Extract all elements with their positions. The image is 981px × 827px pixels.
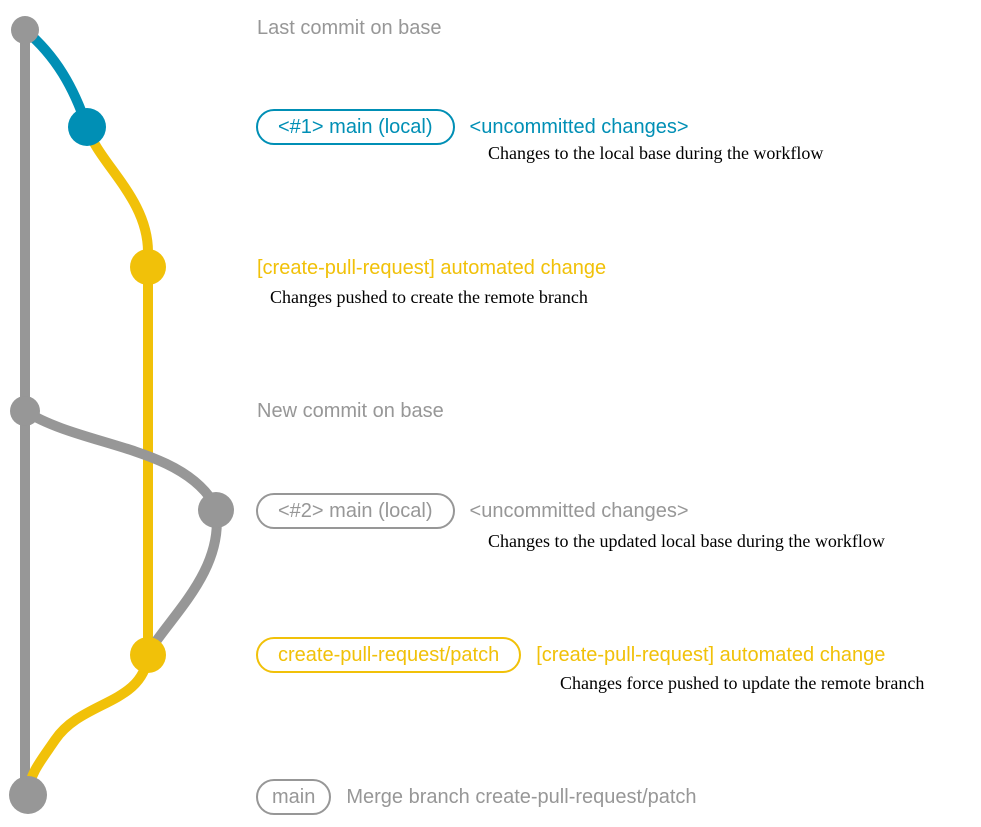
commit-dot-automated-2	[130, 637, 166, 673]
commit-row-local-2: <#2> main (local) <uncommitted changes>	[256, 493, 689, 529]
branch-path-create-pull-request	[23, 122, 153, 797]
branch-badge-main: main	[256, 779, 332, 815]
commit-row-merge: main Merge branch create-pull-request/pa…	[256, 779, 697, 815]
commit-message: New commit on base	[257, 400, 444, 422]
commit-message: Merge branch create-pull-request/patch	[346, 786, 697, 808]
commit-row-local-1: <#1> main (local) <uncommitted changes>	[256, 109, 689, 145]
branch-badge-patch: create-pull-request/patch	[256, 637, 522, 673]
commit-dot-new-base	[10, 396, 40, 426]
commit-message: [create-pull-request] automated change	[257, 257, 607, 279]
branch-path-local-2-in	[145, 505, 222, 655]
annotation-local-1: Changes to the local base during the wor…	[488, 143, 824, 163]
commit-row-automated-2: create-pull-request/patch [create-pull-r…	[256, 637, 885, 673]
commit-dot-last-base	[11, 16, 39, 44]
branch-badge-main-local-1: <#1> main (local)	[256, 109, 455, 145]
annotation-automated-1: Changes pushed to create the remote bran…	[270, 287, 588, 307]
branch-badge-main-local-2: <#2> main (local)	[256, 493, 455, 529]
commit-message: Last commit on base	[257, 17, 442, 39]
commit-dot-local-2	[198, 492, 234, 528]
branch-path-local-2-out	[20, 406, 218, 507]
annotation-local-2: Changes to the updated local base during…	[488, 531, 885, 551]
commit-row-last-base: Last commit on base	[257, 16, 442, 40]
commit-row-new-base: New commit on base	[257, 399, 444, 423]
annotation-automated-2: Changes force pushed to update the remot…	[560, 673, 925, 693]
commit-message: [create-pull-request] automated change	[536, 644, 886, 666]
commit-dot-merge	[9, 776, 47, 814]
commit-message: <uncommitted changes>	[469, 500, 689, 522]
commit-dot-automated-1	[130, 249, 166, 285]
commit-message: <uncommitted changes>	[469, 116, 689, 138]
commit-dot-local-1	[68, 108, 106, 146]
commit-row-automated-1: [create-pull-request] automated change	[257, 256, 606, 280]
